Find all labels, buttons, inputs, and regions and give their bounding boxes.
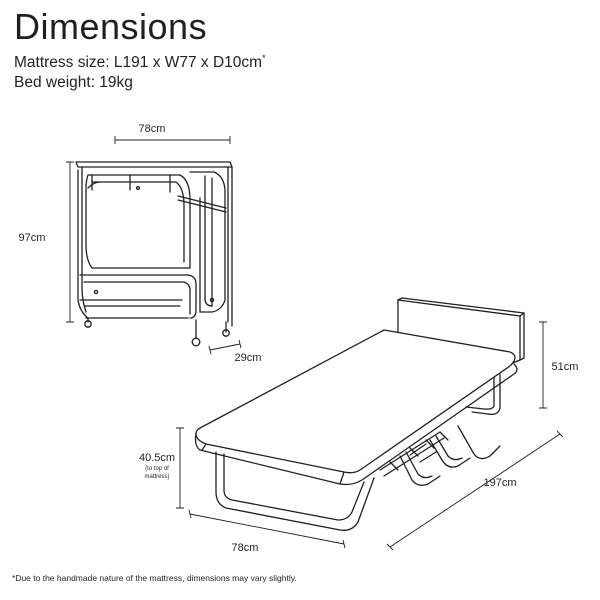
folded-width-label: 78cm bbox=[139, 123, 166, 135]
open-height-label: 40.5cm bbox=[139, 452, 175, 464]
folded-height-label: 97cm bbox=[19, 232, 46, 244]
open-length-label: 197cm bbox=[483, 477, 516, 489]
open-height-note-line2: mattress) bbox=[144, 474, 169, 480]
mattress-size-spec: Mattress size: L191 x W77 x D10cm* bbox=[14, 53, 266, 72]
mattress-size-asterisk: * bbox=[262, 53, 266, 63]
open-bed-drawing bbox=[194, 297, 525, 531]
page-title: Dimensions bbox=[14, 6, 208, 47]
open-height-note-line1: (to top of bbox=[145, 466, 169, 472]
open-width-label: 78cm bbox=[232, 542, 259, 554]
folded-depth-label: 29cm bbox=[235, 352, 262, 364]
mattress-size-text: Mattress size: L191 x W77 x D10cm bbox=[14, 54, 263, 72]
footnote: *Due to the handmade nature of the mattr… bbox=[12, 573, 297, 583]
folded-bed-drawing bbox=[75, 161, 233, 347]
bed-weight-spec: Bed weight: 19kg bbox=[14, 74, 133, 91]
open-head-height-label: 51cm bbox=[552, 361, 579, 373]
